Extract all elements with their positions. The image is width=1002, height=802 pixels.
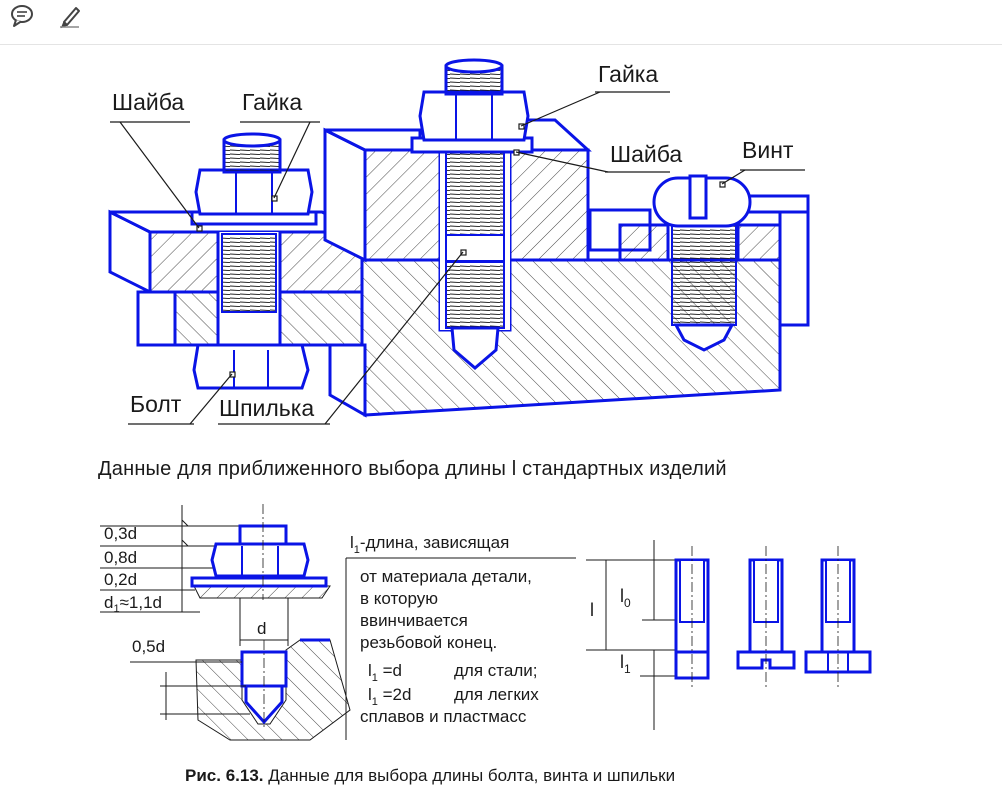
label-screw: Винт: [742, 137, 794, 163]
pencil-button[interactable]: [56, 2, 84, 30]
screw: [652, 174, 752, 352]
dim-d: d: [257, 619, 266, 638]
figure-caption: Рис. 6.13. Данные для выбора длины болта…: [185, 766, 676, 785]
label-bolt: Болт: [130, 391, 182, 417]
dim-0-3d: 0,3d: [104, 524, 137, 543]
dim-l0: l0: [620, 586, 631, 610]
label-nut-right: Гайка: [598, 61, 658, 87]
right-plate: [588, 194, 810, 327]
label-stud: Шпилька: [219, 395, 314, 421]
dim-0-5d: 0,5d: [132, 637, 165, 656]
label-nut-left: Гайка: [242, 89, 302, 115]
dim-l1: l1: [620, 652, 631, 676]
dim-d1: d1≈1,1d: [104, 593, 162, 615]
section-heading: Данные для приближенного выбора длины l …: [98, 458, 727, 480]
toolbar: [0, 0, 1002, 45]
note-line-5: резьбовой конец.: [360, 633, 498, 652]
assembly-drawing: Шайба Гайка Гайка Шайба Винт Болт Шпильк…: [108, 58, 810, 425]
pencil-icon: [60, 7, 80, 29]
note-bracket: [345, 557, 576, 740]
bolt-dimension-diagram: 0,3d 0,8d 0,2d d1≈1,1d d 0,5d: [100, 504, 351, 741]
note-line-2: от материала детали,: [360, 567, 532, 586]
note-line-3: в которую: [360, 589, 439, 608]
bolt-left: [190, 132, 318, 390]
label-washer-right: Шайба: [610, 141, 682, 167]
dim-0-8d: 0,8d: [104, 548, 137, 567]
label-washer-left: Шайба: [112, 89, 184, 115]
note-title: l1-длина, зависящая: [350, 533, 510, 556]
note-line-8: сплавов и пластмасс: [360, 707, 527, 726]
speech-bubble-icon: [11, 5, 33, 27]
comment-button[interactable]: [8, 2, 36, 30]
length-dimension-diagram: l l0 l1: [586, 540, 872, 730]
leader-lines: [110, 91, 805, 425]
stud: [410, 58, 534, 370]
dim-l: l: [590, 600, 594, 620]
note-line-4: ввинчивается: [360, 611, 468, 630]
dim-0-2d: 0,2d: [104, 570, 137, 589]
note-row-alloys: l1 =2d для легких: [368, 685, 539, 708]
note-row-steel: l1 =d для стали;: [368, 661, 538, 684]
